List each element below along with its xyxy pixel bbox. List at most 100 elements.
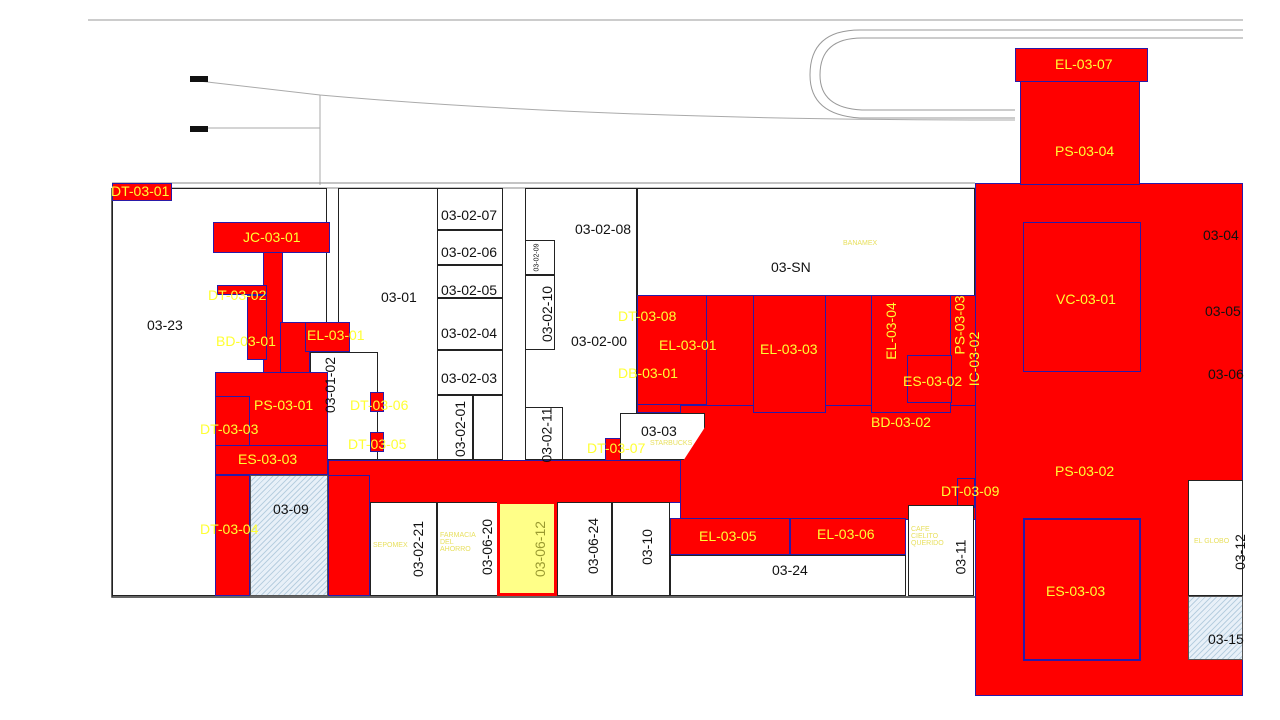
room-03-02-01[interactable]	[437, 395, 473, 460]
zone-dt-03-03[interactable]	[215, 396, 250, 446]
label-03-01: 03-01	[381, 289, 417, 305]
zone-bd-03-01[interactable]	[247, 295, 267, 360]
zone-ps-03-04[interactable]	[1020, 80, 1140, 185]
label-03-02-06: 03-02-06	[441, 244, 498, 260]
label-ps-03-02: PS-03-02	[1055, 463, 1115, 479]
zone-el-03-01-b[interactable]	[637, 295, 707, 405]
zone-el-03-03[interactable]	[753, 295, 826, 413]
label-03-02-21: 03-02-21	[410, 520, 427, 578]
label-ps-03-03: PS-03-03	[951, 295, 968, 355]
label-03-02-00: 03-02-00	[571, 333, 628, 349]
label-03-10: 03-10	[638, 529, 655, 565]
label-dt-03-01: DT-03-01	[111, 183, 170, 199]
tenant-sepomex: SEPOMEX	[373, 542, 408, 549]
label-el-03-03: EL-03-03	[760, 341, 818, 357]
label-03-05: 03-05	[1205, 303, 1241, 319]
zone-el-03-07[interactable]	[1015, 48, 1148, 82]
room-03-12[interactable]	[1188, 480, 1243, 596]
room-03-02-11[interactable]	[525, 407, 563, 460]
label-es-03-03-right: ES-03-03	[1046, 583, 1106, 599]
label-03-04: 03-04	[1203, 227, 1239, 243]
label-dt-03-09: DT-03-09	[941, 483, 1000, 499]
tenant-banamex: BANAMEX	[843, 240, 878, 247]
label-03-02-09: 03-02-09	[533, 243, 541, 272]
label-03-24: 03-24	[772, 562, 808, 578]
label-03-02-05: 03-02-05	[441, 282, 498, 298]
label-03-02-08: 03-02-08	[575, 221, 632, 237]
tenant-globo: EL GLOBO	[1194, 538, 1230, 545]
zone-es-03-03-right[interactable]	[1023, 518, 1141, 661]
label-el-03-01: EL-03-01	[307, 327, 365, 343]
label-ps-03-04: PS-03-04	[1055, 143, 1115, 159]
label-03-02-01: 03-02-01	[452, 400, 469, 458]
label-dt-03-05: DT-03-05	[348, 436, 407, 452]
room-03-02-03[interactable]	[437, 350, 503, 395]
zone-dt-03-02[interactable]	[217, 285, 267, 295]
room-03-11[interactable]	[908, 505, 974, 596]
label-el-03-01-b: EL-03-01	[659, 337, 717, 353]
tenant-cafe: CAFE CIELITO QUERIDO	[911, 526, 944, 547]
label-03-01-02: 03-01-02	[322, 356, 339, 414]
label-03-12: 03-12	[1231, 534, 1248, 570]
room-03-06-12-selected[interactable]	[497, 501, 557, 596]
room-03-24[interactable]	[670, 555, 906, 596]
label-03-02-04: 03-02-04	[441, 325, 498, 341]
label-dt-03-02: DT-03-02	[208, 287, 267, 303]
room-03-02-07[interactable]	[437, 188, 503, 230]
label-03-06-24: 03-06-24	[585, 517, 602, 575]
room-03-10[interactable]	[612, 502, 670, 596]
room-03-09[interactable]	[250, 475, 328, 596]
label-03-02-03: 03-02-03	[441, 370, 498, 386]
label-es-03-02: ES-03-02	[903, 373, 963, 389]
zone-center	[680, 405, 977, 520]
room-03-02-02[interactable]	[473, 395, 503, 460]
zone-dt-03-01[interactable]	[112, 183, 172, 201]
room-03-02-04[interactable]	[437, 298, 503, 350]
label-03-09: 03-09	[273, 501, 309, 517]
zone-dt-03-05[interactable]	[370, 432, 384, 452]
label-03-06: 03-06	[1208, 366, 1244, 382]
room-03-02-05[interactable]	[437, 265, 503, 298]
room-03-02-21[interactable]	[370, 502, 437, 596]
label-dt-03-08: DT-03-08	[618, 308, 677, 324]
zone-vc-03-01[interactable]	[1023, 222, 1141, 372]
label-ps-03-01: PS-03-01	[254, 397, 314, 413]
label-el-03-07: EL-03-07	[1055, 56, 1113, 72]
tenant-starbucks: STARBUCKS	[650, 440, 693, 447]
label-el-03-06: EL-03-06	[817, 526, 875, 542]
label-03-06-12: 03-06-12	[532, 520, 549, 578]
zone-stair-left	[328, 475, 370, 596]
room-03-06-24[interactable]	[557, 502, 612, 596]
room-03-02-10[interactable]	[525, 275, 555, 350]
zone-jc-03-01[interactable]	[213, 222, 330, 253]
zone-el-03-05[interactable]	[670, 518, 790, 555]
zone-dt-03-06[interactable]	[370, 392, 384, 412]
room-03-02-09[interactable]	[525, 240, 555, 275]
label-03-02-07: 03-02-07	[441, 207, 498, 223]
label-db-03-01: DB-03-01	[618, 365, 678, 381]
zone-es-03-03-left[interactable]	[215, 445, 328, 475]
tenant-farmacia: FARMACIA DEL AHORRO	[440, 532, 476, 553]
label-vc-03-01: VC-03-01	[1056, 291, 1116, 307]
room-03-15[interactable]	[1188, 596, 1243, 660]
label-bd-03-02: BD-03-02	[871, 414, 931, 430]
label-dt-03-06: DT-03-06	[350, 397, 409, 413]
zone-dt-03-04[interactable]	[215, 475, 250, 596]
label-el-03-04: EL-03-04	[882, 302, 899, 360]
page-margin	[1243, 0, 1280, 720]
label-jc-03-01: JC-03-01	[243, 229, 301, 245]
zone-es-03-02[interactable]	[907, 355, 952, 403]
room-03-02-06[interactable]	[437, 230, 503, 265]
room-03-sn[interactable]	[637, 188, 975, 296]
zone-el-03-06[interactable]	[790, 518, 906, 555]
label-es-03-03-left: ES-03-03	[238, 451, 298, 467]
label-ic-03-02: IC-03-02	[966, 331, 983, 387]
label-03-23: 03-23	[147, 317, 183, 333]
label-dt-03-04: DT-03-04	[200, 521, 259, 537]
label-03-sn: 03-SN	[771, 259, 811, 275]
label-dt-03-07: DT-03-07	[587, 440, 646, 456]
label-dt-03-03: DT-03-03	[200, 421, 259, 437]
label-03-11: 03-11	[952, 539, 969, 575]
label-el-03-05: EL-03-05	[699, 528, 757, 544]
zone-el-03-01-left[interactable]	[305, 322, 350, 352]
